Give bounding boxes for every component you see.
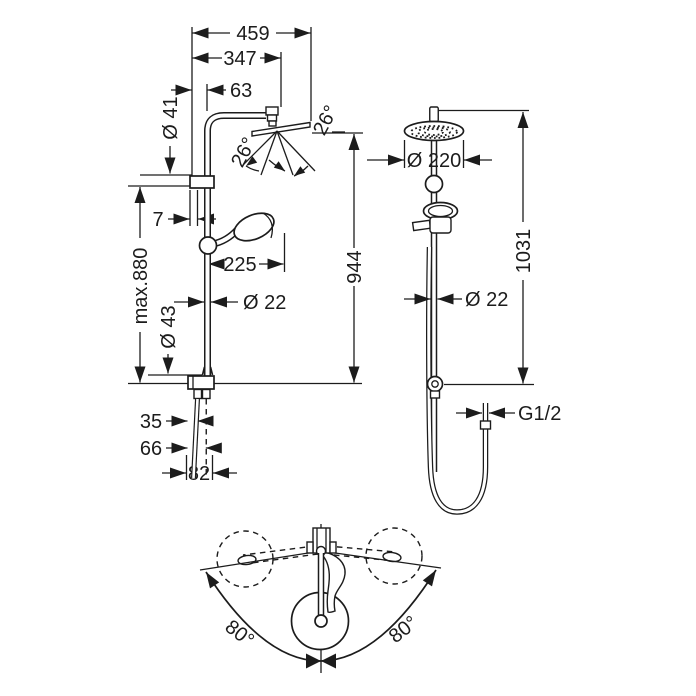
- dim-side-pipe-diameter: Ø 22: [174, 292, 286, 314]
- dim-swing-right-label: 80°: [385, 612, 422, 648]
- front-view-drawing: Ø 220 1031 Ø 22 G1/2: [367, 106, 561, 515]
- dim-max-height: max.880: [130, 187, 152, 383]
- dim-depth-c: 82: [162, 463, 237, 485]
- dim-side-pipe-diameter-label: Ø 22: [243, 292, 286, 314]
- dim-base-diameter-label: Ø 43: [158, 305, 180, 348]
- bar-finial: [429, 106, 439, 123]
- holder-lever: [411, 219, 432, 232]
- side-view-drawing: 459 347 63 Ø 41 7 max.880: [128, 23, 366, 485]
- dim-tilt-left-label: 26°: [227, 134, 261, 171]
- dim-total-width-label: 459: [236, 23, 269, 45]
- dim-depth-a-label: 35: [140, 411, 162, 433]
- dim-head-center-label: 347: [223, 48, 256, 70]
- dim-slider-diameter-label: Ø 41: [160, 96, 182, 139]
- dim-thread-size: G1/2: [456, 403, 561, 425]
- hand-shower-side: [198, 212, 275, 255]
- dim-hand-shower-reach: 225: [208, 254, 284, 276]
- ball-joint: [424, 174, 444, 194]
- hand-shower-front: [411, 201, 459, 234]
- dim-wall-offset: 63: [171, 80, 252, 102]
- dim-depth-a: 35: [140, 411, 214, 433]
- arm-top-view: [314, 553, 328, 628]
- hose-front: [426, 246, 492, 515]
- dim-base-diameter: Ø 43: [158, 305, 180, 374]
- dim-head-height: 944: [344, 134, 366, 383]
- overhead-shower-front: [403, 120, 465, 194]
- dim-slider-diameter: Ø 41: [160, 96, 182, 174]
- dim-head-center-width: 347: [192, 48, 281, 70]
- dim-total-height-label: 1031: [513, 229, 535, 274]
- dim-wall-offset-label: 63: [230, 80, 252, 102]
- swing-positions: [199, 527, 442, 588]
- wall-bracket-lower-front: [426, 375, 444, 399]
- wall-bracket-upper: [189, 175, 215, 189]
- dim-total-width: 459: [192, 23, 311, 45]
- top-view-drawing: 80° 80°: [199, 524, 442, 673]
- dim-head-diameter: Ø 220: [367, 150, 492, 172]
- dim-total-height: 1031: [513, 112, 535, 384]
- dim-head-height-label: 944: [344, 250, 366, 283]
- wall-mount-base: [187, 366, 215, 400]
- dim-depth-b-label: 66: [140, 438, 162, 460]
- dim-head-diameter-label: Ø 220: [407, 150, 461, 172]
- hose-side: [191, 398, 207, 479]
- dim-hand-shower-reach-label: 225: [223, 254, 256, 276]
- front-extension-lines: [403, 109, 534, 386]
- dim-front-pipe-diameter-label: Ø 22: [465, 289, 508, 311]
- dim-depth-b: 66: [140, 438, 222, 460]
- dim-thread-size-label: G1/2: [518, 403, 561, 425]
- dim-front-pipe-diameter: Ø 22: [404, 289, 508, 311]
- dim-max-height-label: max.880: [130, 248, 152, 325]
- dim-swing-left-label: 80°: [221, 616, 258, 652]
- overhead-shower-side: [251, 106, 311, 137]
- hand-shower-top-view: [318, 551, 346, 614]
- holder-clamp: [429, 216, 452, 234]
- pivot-mount-top-view: [306, 527, 337, 557]
- dim-bracket-gap-label: 7: [152, 209, 163, 231]
- hose-nut: [479, 420, 492, 430]
